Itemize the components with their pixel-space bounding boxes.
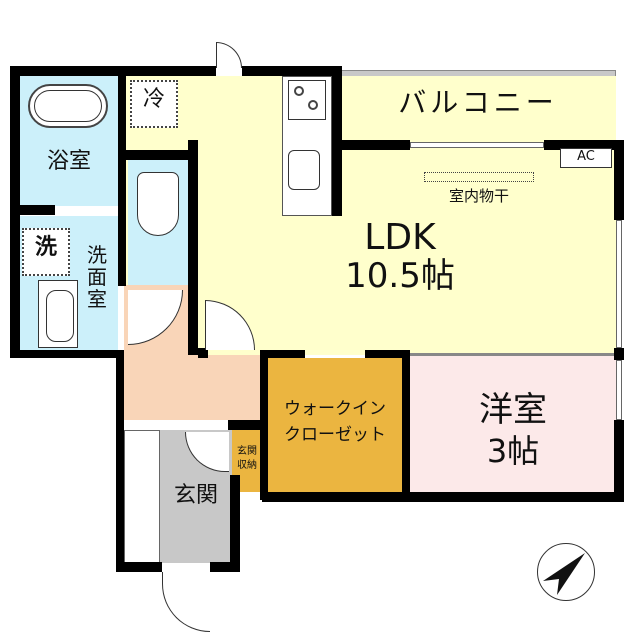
burner-icon (308, 100, 318, 110)
ac-label: AC (577, 149, 595, 164)
washroom-label: 洗面室 (87, 243, 107, 311)
wic-label-line1: ウォークイン (284, 399, 386, 419)
wall-entrance-bottom-right (210, 562, 240, 572)
washer-space (22, 228, 70, 276)
indoor-drying-label: 室内物干 (448, 187, 509, 205)
western-sliding-door[interactable] (410, 353, 614, 356)
shoe-cabinet (124, 430, 160, 563)
western-room-area (410, 355, 616, 492)
indoor-drying-rod (424, 172, 534, 182)
compass (537, 543, 595, 601)
wall-right-mid (614, 348, 624, 360)
wall-top-mid (242, 66, 342, 76)
ldk-label: LDK (364, 217, 436, 258)
wall-entrance-bottom-left (116, 562, 162, 572)
wall-ldk-top-right (544, 140, 624, 150)
balcony-label: バルコニー (398, 86, 558, 119)
stove (288, 80, 326, 120)
wall-wash-bottom (10, 350, 124, 358)
entrance-storage-label-line2: 収納 (237, 460, 257, 471)
wall-ldk-bottom-left (198, 348, 208, 358)
north-arrow-icon (543, 553, 585, 595)
wall-toilet-right (188, 140, 198, 355)
wash-basin (46, 290, 74, 342)
wall-bottom-right (262, 492, 624, 502)
ac-unit (560, 148, 612, 168)
wall-ldk-top-left (340, 140, 410, 150)
wall-balcony-left (332, 66, 342, 216)
western-room-size: 3帖 (486, 432, 540, 470)
wall-hall-left (116, 350, 124, 570)
top-door-swing[interactable] (216, 42, 242, 68)
balcony-window[interactable] (410, 142, 544, 148)
bathtub-inner (34, 90, 102, 122)
wall-wic-top-right (365, 350, 410, 358)
wall-left (10, 66, 20, 356)
bath-label: 浴室 (46, 149, 91, 174)
wall-right-upper (614, 140, 624, 220)
burner-icon (294, 86, 304, 96)
wall-bath-bottom (20, 205, 55, 215)
ldk-size: 10.5帖 (345, 256, 455, 296)
wall-wic-left (260, 350, 268, 500)
wall-bath-right (118, 66, 126, 286)
fridge-label: 冷 (142, 87, 165, 112)
right-window-western[interactable] (616, 360, 622, 420)
fridge-space (130, 80, 178, 128)
wall-right-lower (614, 420, 624, 502)
wall-wic-top-left (260, 350, 305, 358)
wall-toilet-top (126, 150, 196, 160)
right-window-ldk[interactable] (616, 220, 622, 348)
front-door-swing[interactable] (162, 572, 210, 632)
wic-area (268, 358, 402, 492)
wall-storage-top (228, 420, 262, 430)
toilet-bowl (137, 172, 179, 236)
wall-wic-right (402, 350, 410, 500)
wall-entrance-right (230, 475, 240, 570)
entrance-storage-label-line1: 玄関 (237, 446, 257, 457)
western-room-label: 洋室 (479, 390, 547, 430)
wall-top-left (10, 66, 216, 76)
washer-label: 洗 (34, 235, 57, 260)
wic-label-line2: クローゼット (284, 425, 386, 445)
entrance-label: 玄関 (173, 483, 218, 508)
kitchen-sink (288, 150, 320, 190)
